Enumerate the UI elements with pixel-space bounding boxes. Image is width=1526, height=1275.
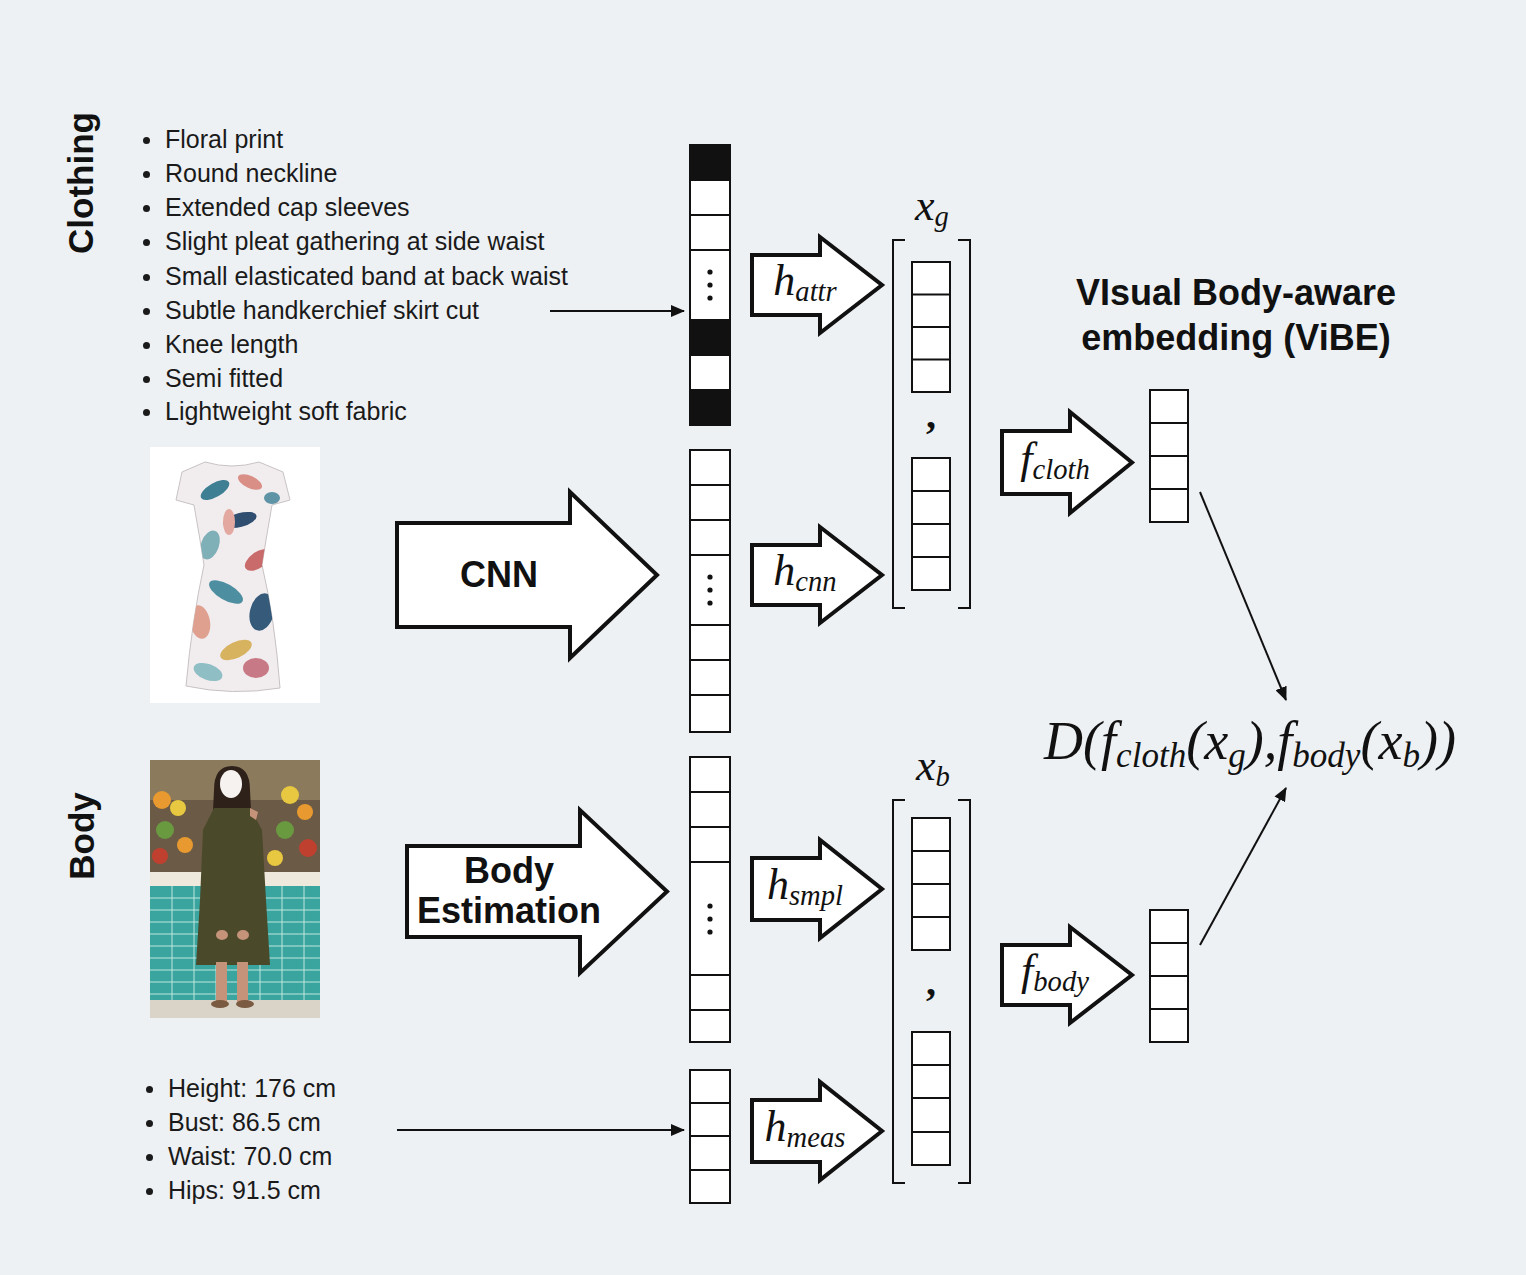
subscript: attr bbox=[795, 276, 836, 307]
attribute-item: Small elasticated band at back waist bbox=[143, 261, 568, 291]
attribute-item: Semi fitted bbox=[143, 363, 283, 393]
projection-arrow: hsmpl bbox=[750, 838, 885, 940]
dress-photo bbox=[150, 447, 320, 703]
subscript: body bbox=[1033, 966, 1089, 997]
function-symbol: hmeas bbox=[765, 1105, 846, 1149]
measurement-item: Waist: 70.0 cm bbox=[146, 1141, 332, 1171]
subscript: cnn bbox=[795, 566, 836, 597]
attribute-item: Floral print bbox=[143, 124, 283, 154]
separator: , bbox=[926, 962, 936, 1002]
attribute-item: Knee length bbox=[143, 329, 298, 359]
vibe-panel: VIsual Body-aware embedding (ViBE) D(fclo… bbox=[995, 258, 1478, 1092]
function-symbol: hattr bbox=[773, 259, 836, 303]
subscript: smpl bbox=[789, 880, 843, 911]
subscript: b bbox=[936, 761, 950, 792]
arrow-label: Body Estimation bbox=[399, 851, 619, 931]
cnn-arrow: CNN bbox=[395, 490, 660, 660]
embedding-arrow: fbody bbox=[1000, 925, 1135, 1025]
subscript: cloth bbox=[1116, 736, 1186, 775]
subscript: g bbox=[1228, 736, 1246, 775]
leader-lines bbox=[397, 311, 1286, 1130]
function-symbol: fcloth bbox=[1020, 437, 1089, 481]
panel-heading: Clothing bbox=[61, 112, 101, 254]
projection-arrow: hcnn bbox=[750, 525, 885, 625]
subscript: b bbox=[1402, 736, 1420, 775]
separator: , bbox=[926, 395, 936, 435]
vector-symbol: xg bbox=[915, 184, 949, 228]
embedding-arrow: fcloth bbox=[1000, 410, 1135, 515]
attribute-item: Subtle handkerchief skirt cut bbox=[143, 295, 479, 325]
subscript: meas bbox=[787, 1122, 846, 1153]
measurement-item: Height: 176 cm bbox=[146, 1073, 336, 1103]
body-photo bbox=[150, 760, 320, 1018]
function-symbol: fbody bbox=[1021, 949, 1089, 993]
subscript: g bbox=[935, 201, 949, 232]
body-estimation-arrow: Body Estimation bbox=[405, 808, 670, 975]
ellipsis-dots bbox=[707, 269, 712, 934]
attribute-item: Round neckline bbox=[143, 158, 337, 188]
function-symbol: hcnn bbox=[773, 549, 836, 593]
panel-heading: Body bbox=[62, 792, 102, 880]
function-symbol: hsmpl bbox=[767, 863, 843, 907]
attribute-item: Slight pleat gathering at side waist bbox=[143, 226, 544, 256]
vector-symbol: xb bbox=[916, 744, 950, 788]
attribute-item: Lightweight soft fabric bbox=[143, 396, 407, 426]
arrow-label: CNN bbox=[460, 555, 538, 595]
attribute-item: Extended cap sleeves bbox=[143, 192, 410, 222]
projection-arrow: hattr bbox=[750, 235, 885, 335]
subscript: body bbox=[1292, 736, 1360, 775]
projection-arrow: hmeas bbox=[750, 1080, 885, 1182]
subscript: cloth bbox=[1033, 454, 1090, 485]
distance-formula: D(fcloth(xg),fbody(xb)) bbox=[1044, 712, 1456, 771]
measurement-item: Hips: 91.5 cm bbox=[146, 1175, 321, 1205]
measurement-item: Bust: 86.5 cm bbox=[146, 1107, 321, 1137]
panel-title: VIsual Body-aware embedding (ViBE) bbox=[1036, 270, 1436, 360]
